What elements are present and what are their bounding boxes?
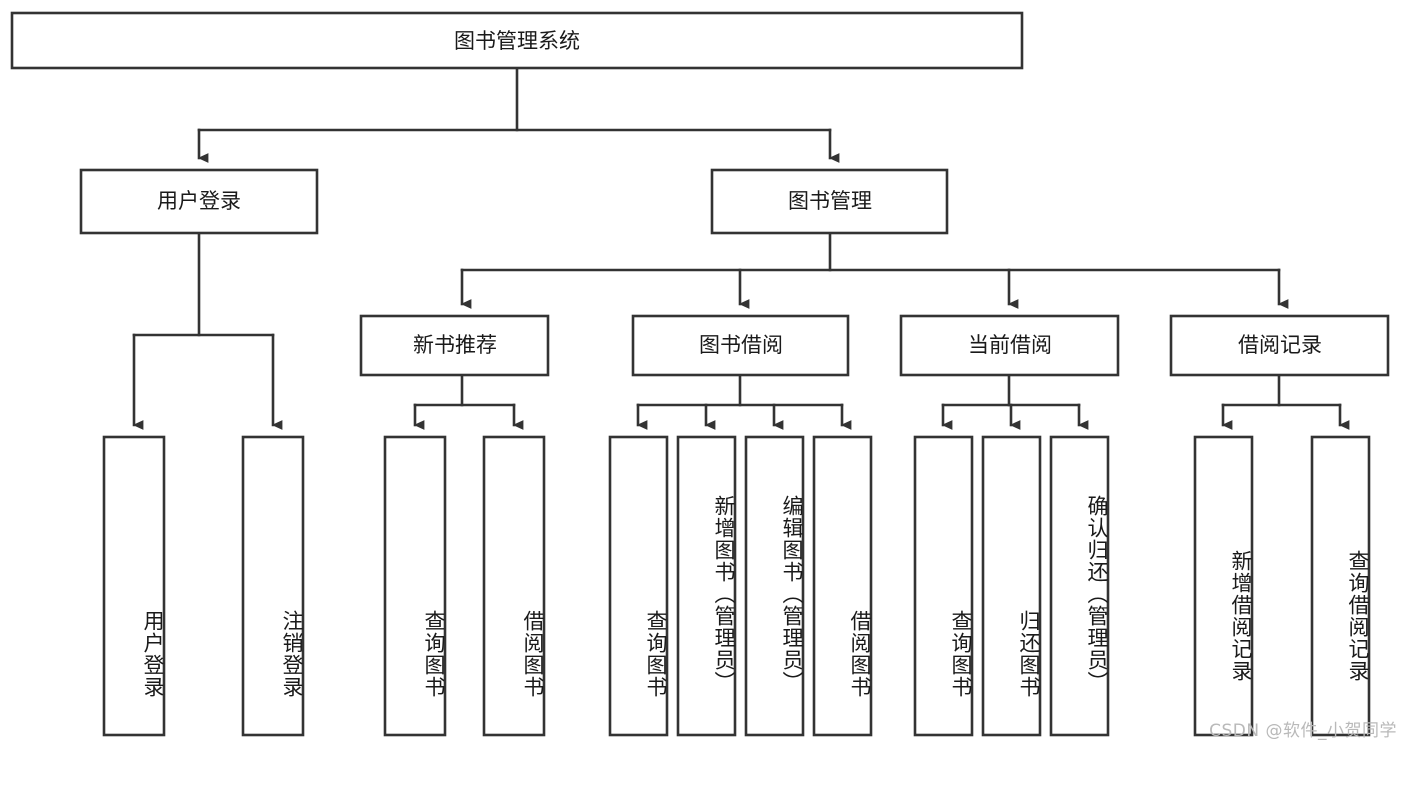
node-leaf-user-logout-rect[interactable] [241,435,305,737]
node-current-borrow-rect[interactable] [899,314,1120,377]
node-leaf-add-book-rect[interactable] [676,435,737,737]
node-leaf-query-book-2-rect[interactable] [608,435,669,737]
node-new-book-recommend[interactable]: 新书推荐 [359,314,550,377]
diagram-canvas: 图书管理系统 用户登录 图书管理 新书推荐 图书借阅 当前借阅 借阅记录 [10,11,1397,741]
node-leaf-add-borrow-record-rect[interactable] [1193,435,1254,737]
connector-group [132,66,1350,430]
node-user-login[interactable]: 用户登录 [79,168,319,235]
node-leaf-borrow-book-2-rect[interactable] [812,435,873,737]
node-borrow-record[interactable]: 借阅记录 [1169,314,1390,377]
node-book-management-rect[interactable] [710,168,949,235]
csdn-watermark: CSDN @软件_小贺同学 [1209,721,1397,741]
node-book-borrow-label: 图书借阅 [699,333,783,357]
node-book-borrow[interactable]: 图书借阅 [631,314,850,377]
leaf-boxes [102,435,1371,737]
tree-diagram-svg: 图书管理系统 用户登录 图书管理 新书推荐 图书借阅 当前借阅 借阅记录 [10,11,1390,737]
node-root-label: 图书管理系统 [454,29,580,53]
node-book-borrow-rect[interactable] [631,314,850,377]
node-borrow-record-label: 借阅记录 [1238,333,1322,357]
node-new-book-recommend-label: 新书推荐 [413,333,497,357]
node-leaf-query-borrow-record-rect[interactable] [1310,435,1371,737]
node-leaf-borrow-book-1-rect[interactable] [482,435,546,737]
node-leaf-query-book-1-rect[interactable] [383,435,447,737]
node-leaf-query-book-3-rect[interactable] [913,435,974,737]
node-root-rect[interactable] [10,11,1024,70]
node-book-management-label: 图书管理 [788,189,872,213]
node-book-management[interactable]: 图书管理 [710,168,949,235]
node-leaf-user-login-rect[interactable] [102,435,166,737]
node-user-login-rect[interactable] [79,168,319,235]
node-new-book-recommend-rect[interactable] [359,314,550,377]
node-leaf-edit-book-rect[interactable] [744,435,805,737]
node-leaf-confirm-return-rect[interactable] [1049,435,1110,737]
node-current-borrow-label: 当前借阅 [968,333,1052,357]
node-leaf-return-book-rect[interactable] [981,435,1042,737]
node-user-login-label: 用户登录 [157,189,241,213]
node-borrow-record-rect[interactable] [1169,314,1390,377]
node-current-borrow[interactable]: 当前借阅 [899,314,1120,377]
node-root[interactable]: 图书管理系统 [10,11,1024,70]
